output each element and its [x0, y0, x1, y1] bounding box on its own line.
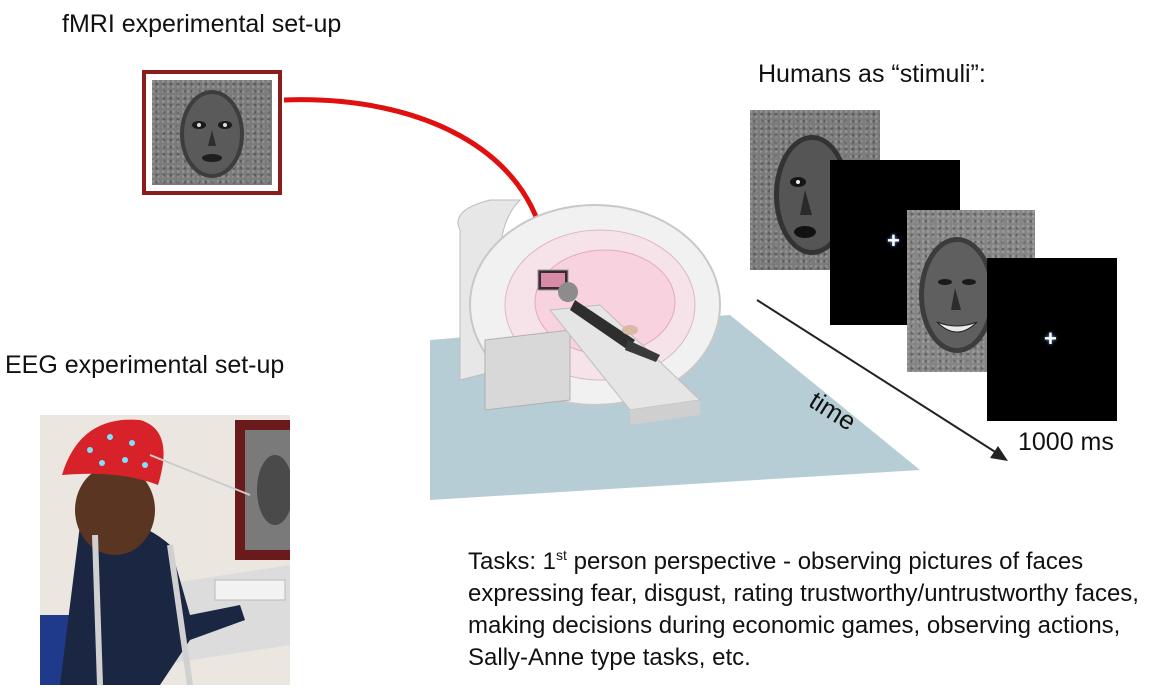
- mri-scanner-illustration: [430, 199, 920, 500]
- eeg-photo: [40, 415, 290, 685]
- fixation-card-2: +: [987, 258, 1117, 421]
- fmri-heading: fMRI experimental set-up: [62, 10, 342, 38]
- eeg-heading: EEG experimental set-up: [5, 351, 285, 379]
- stimuli-heading: Humans as “stimuli”:: [758, 60, 986, 88]
- duration-label: 1000 ms: [1018, 428, 1114, 456]
- tasks-prefix: Tasks: 1: [468, 548, 557, 575]
- tasks-description: Tasks: 1st person perspective - observin…: [468, 546, 1148, 674]
- fixation-cross-icon: +: [887, 228, 900, 253]
- fixation-cross-icon: +: [1044, 326, 1057, 351]
- tasks-ordinal-suffix: st: [556, 547, 567, 563]
- tasks-text: person perspective - observing pictures …: [468, 548, 1139, 671]
- fmri-face-image: [152, 80, 272, 185]
- fmri-stimulus-frame: [142, 70, 282, 195]
